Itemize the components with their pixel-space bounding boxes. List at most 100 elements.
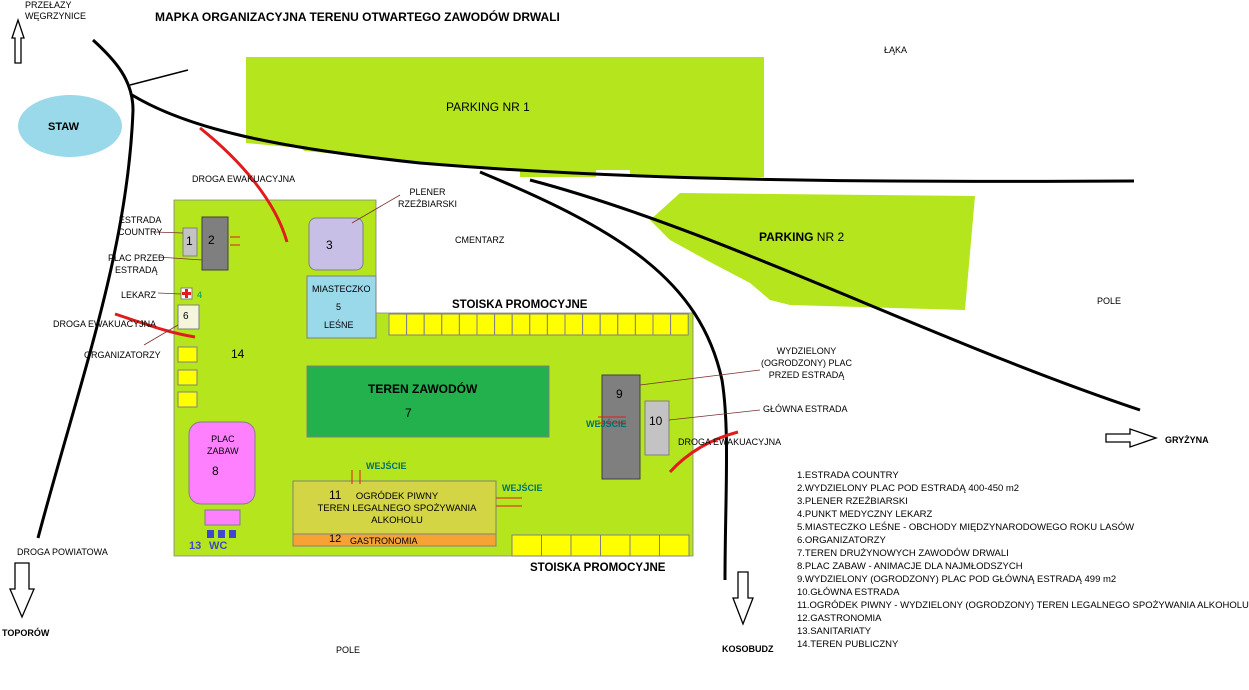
parking-1-area [246,57,764,177]
medical-cross-icon [180,287,193,300]
legend-item: 5.MIASTECZKO LEŚNE - OBCHODY MIĘDZYNAROD… [797,522,1135,533]
zone-3-number: 3 [326,238,333,252]
label-lekarz: LEKARZ [121,290,157,300]
pond-staw [18,95,122,157]
page-title: MAPKA ORGANIZACYJNA TERENU OTWARTEGO ZAW… [155,10,560,24]
label-estrada-country: ESTRADA COUNTRY [118,215,163,237]
zone-13-wc-label: WC [209,540,228,552]
parking-2-label-a: PARKING [759,230,814,244]
zone-1-number: 1 [186,234,193,248]
label-wejscie-1: WEJŚCIE [366,461,407,471]
arrow-down-icon [732,571,754,626]
wc-cabins [207,530,236,538]
road-junction [129,69,189,86]
promo-stand [511,534,542,557]
arrow-up-icon [11,17,25,64]
zone-7-label: TEREN ZAWODÓW [368,382,478,396]
label-wydzielony: WYDZIELONY (OGRODZONY) PLAC PRZED ESTRAD… [761,346,853,380]
legend-item: 8.PLAC ZABAW - ANIMACJE DLA NAJMŁODSZYCH [797,561,1023,572]
zone-8-label: PLAC ZABAW [207,434,239,456]
parking-1-label: PARKING NR 1 [446,100,530,114]
promo-stand [629,534,660,557]
promo-stand [582,313,601,336]
zone-7-number: 7 [405,406,412,420]
arrow-right-icon [1105,428,1158,448]
zone-8-number: 8 [212,464,219,478]
zone-5-miasteczko [306,275,377,339]
legend-item: 2.WYDZIELONY PLAC POD ESTRADĄ 400-450 m2 [797,483,1020,494]
place-toporow: TOPORÓW [2,628,50,638]
place-pole-right: POLE [1097,296,1122,306]
promo-stand [599,313,619,336]
zone-7-teren-zawodow [306,365,550,438]
legend-item: 9.WYDZIELONY (OGRODZONY) PLAC POD GŁÓWNĄ… [797,574,1117,585]
zone-5-number: 5 [336,302,342,312]
zone-5-label-a: MIASTECZKO [312,284,371,294]
label-plac-przed-estrada: PLAC PRZED ESTRADĄ [108,253,165,275]
promo-stand [541,534,572,557]
legend-item: 13.SANITARIATY [797,626,872,637]
label-plener: PLENER RZEŹBIARSKI [398,187,458,209]
promo-stand [564,313,584,336]
legend-item: 3.PLENER RZEŹBIARSKI [797,496,908,507]
label-stoiska-top: STOISKA PROMOCYJNE [452,299,588,311]
leader-lines [143,194,761,421]
promo-stand [617,313,636,336]
place-droga-powiatowa: DROGA POWIATOWA [17,547,108,557]
zone-6-number: 6 [183,311,189,322]
label-droga-ewak-right: DROGA EWAKUACYJNA [678,437,782,447]
zone-11-ogrodek [292,480,497,535]
promo-stand [652,313,672,336]
promo-stand [388,313,408,336]
legend-item: 7.TEREN DRUŻYNOWYCH ZAWODÓW DRWALI [797,548,1009,559]
evacuation-route-right [668,430,739,474]
zone-3-plener [308,217,364,271]
label-stoiska-bottom: STOISKA PROMOCYJNE [530,562,666,574]
zone-12-gastronomia [292,533,497,547]
zone-13-wc-sign [204,509,241,526]
evacuation-route-top [199,126,289,243]
place-cmentarz: CMENTARZ [455,235,505,245]
place-przelazy: PRZEŁAZY WĘGRZYNICE [25,0,87,21]
zone-9-plac-glowna [601,374,641,480]
legend-item: 11.OGRÓDEK PIWNY - WYDZIELONY (OGRODZONY… [797,600,1249,611]
label-wejscie-2: WEJŚCIE [502,483,543,493]
promo-stand [529,313,548,336]
legend-item: 1.ESTRADA COUNTRY [797,470,899,481]
promo-stand [423,313,443,336]
zone-12-number: 12 [329,533,342,545]
promo-stand [659,534,690,557]
promo-stand [476,313,496,336]
label-droga-ewak-top: DROGA EWAKUACYJNA [192,174,296,184]
zone-9-number: 9 [616,387,623,401]
label-organizatorzy: ORGANIZATORZY [84,350,161,360]
zone-12-label: GASTRONOMIA [350,536,418,546]
parking-2-label-b: NR 2 [816,230,845,244]
promo-stand [546,313,566,336]
promo-stands-top [388,313,689,336]
parking-2-area [650,193,975,310]
promo-stand [458,313,478,336]
legend-item: 10.GŁÓWNA ESTRADA [797,587,900,598]
place-laka: ŁĄKA [884,45,908,55]
place-gryzyna: GRYŻYNA [1165,435,1209,445]
evacuation-route-left [114,312,196,339]
map-legend: 1.ESTRADA COUNTRY 2.WYDZIELONY PLAC POD E… [797,469,1249,651]
arrow-down-icon [9,562,35,619]
promo-stand [600,534,631,557]
label-droga-ewak-left: DROGA EWAKUACYJNA [53,319,157,329]
label-wejscie-3: WEJŚCIE [586,419,627,429]
roads [36,38,1141,581]
entrance-markers [230,236,626,507]
zone-13-number: 13 [189,540,202,552]
promo-stand [406,313,425,336]
legend-item: 6.ORGANIZATORZY [797,535,886,546]
zone-2-plac-przed-estrada [201,216,229,271]
promo-stand [634,313,654,336]
zone-6-organizatorzy [177,304,200,330]
place-pole-bottom: POLE [336,645,361,655]
promo-stand [494,313,513,336]
label-glowna-estrada: GŁÓWNA ESTRADA [763,404,848,414]
place-kosobudz: KOSOBUDZ [722,644,774,654]
